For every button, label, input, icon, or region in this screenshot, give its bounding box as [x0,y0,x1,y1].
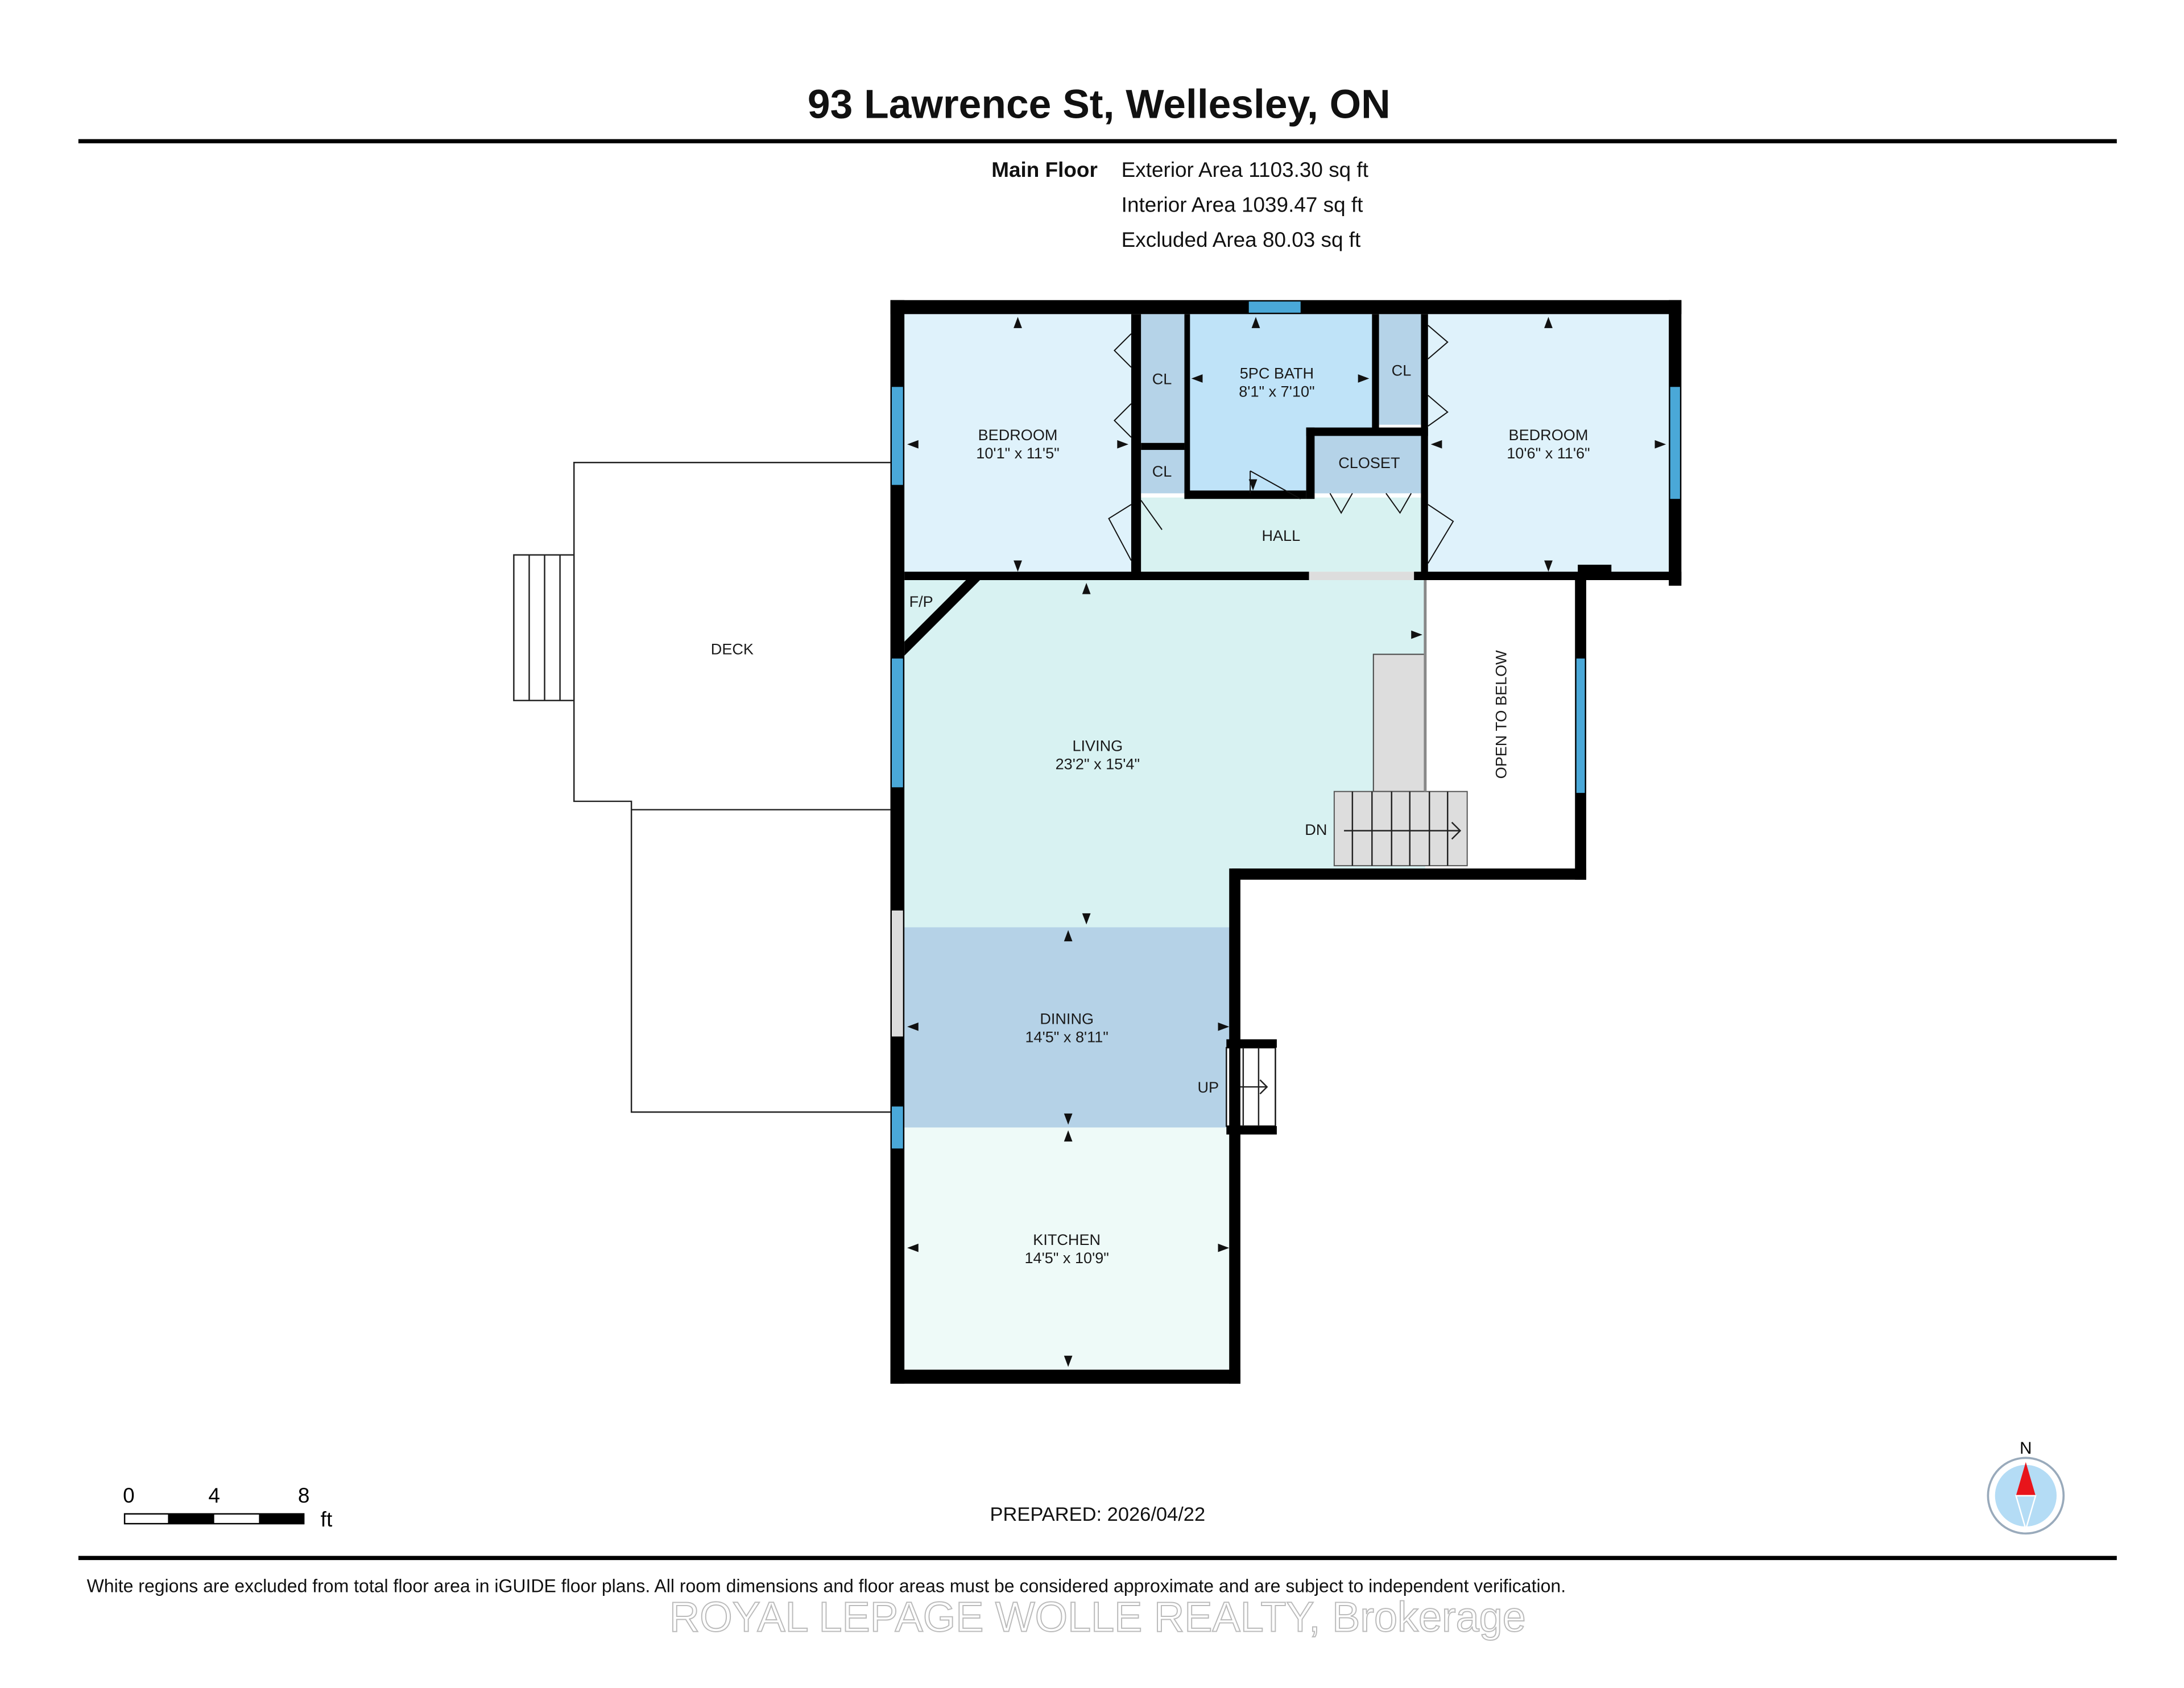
closet [1314,435,1424,494]
floor-label: Main Floor [991,158,1098,181]
dining-dims: 14'5" x 8'11" [1025,1028,1108,1045]
disclaimer: White regions are excluded from total fl… [87,1576,1566,1596]
deck-label: DECK [711,640,754,657]
doors [1108,325,1454,564]
stairs-up-label: UP [1198,1078,1219,1096]
page-title: 93 Lawrence St, Wellesley, ON [808,82,1391,127]
hall-label: HALL [1261,527,1300,544]
closet-cl1 [1141,314,1185,443]
prepared-date: PREPARED: 2026/04/22 [990,1504,1206,1525]
closet-cl3 [1379,314,1424,425]
kitchen-name: KITCHEN [1033,1231,1101,1248]
bedroom-right [1428,314,1669,575]
dimension-arrows [907,317,1666,1367]
exterior-area: Exterior Area 1103.30 sq ft [1122,158,1368,181]
scale-bar: 0 4 8 ft [123,1484,332,1531]
living-name: LIVING [1072,737,1123,754]
footer-rule [78,1555,2117,1561]
excluded-area: Excluded Area 80.03 sq ft [1122,228,1361,251]
cl1-label: CL [1152,370,1172,387]
interior-area: Interior Area 1039.47 sq ft [1122,193,1363,217]
bath-name: 5PC BATH [1240,365,1314,382]
stairs-down-label: DN [1305,821,1327,838]
hall [1141,497,1424,572]
compass-icon: N [1987,1439,2065,1535]
stairs-down[interactable] [1333,791,1468,867]
bedroom-left-dims: 10'1" x 11'5" [976,444,1059,462]
open-to-below-label: OPEN TO BELOW [1492,650,1510,779]
fp-label: F/P [909,593,933,610]
kitchen-dims: 14'5" x 10'9" [1024,1249,1108,1267]
bedroom-left-name: BEDROOM [978,426,1058,444]
dining [904,927,1232,1128]
living-dims: 23'2" x 15'4" [1056,755,1140,772]
bath-dims: 8'1" x 7'10" [1239,383,1314,400]
bedroom-left [904,314,1131,575]
stair-landing [1372,653,1426,792]
closet-label: CLOSET [1338,454,1400,471]
living [904,580,1425,928]
cl3-label: CL [1392,362,1412,379]
cl2-label: CL [1152,462,1172,480]
svg-text:8: 8 [298,1484,310,1507]
svg-text:ft: ft [321,1508,333,1531]
header-rule [78,139,2117,143]
windows [892,301,1680,1149]
svg-text:0: 0 [123,1484,135,1507]
svg-text:N: N [2020,1439,2032,1458]
kitchen [904,1127,1232,1370]
svg-text:4: 4 [208,1484,220,1507]
watermark: ROYAL LEPAGE WOLLE REALTY, Brokerage [669,1594,1526,1641]
closet-cl2 [1141,448,1185,494]
bedroom-right-dims: 10'6" x 11'6" [1507,444,1590,462]
deck: DECK [513,462,891,1113]
bedroom-right-name: BEDROOM [1509,426,1589,444]
dining-name: DINING [1040,1010,1094,1027]
